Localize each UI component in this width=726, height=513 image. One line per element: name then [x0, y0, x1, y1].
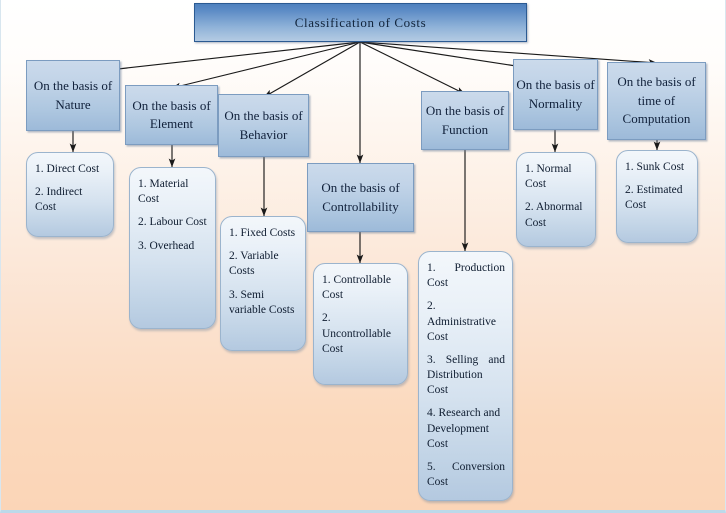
edge-root-to-element	[171, 41, 361, 90]
list-item: 2. Indirect Cost	[35, 186, 83, 214]
list-item: 1. Controllable Cost	[322, 274, 391, 302]
list-item: 1. Normal Cost	[525, 163, 572, 191]
list-item: 3. Semi variable Costs	[229, 288, 295, 316]
root-node-label: Classification of Costs	[294, 14, 427, 30]
list-item: 5. Conversion Cost	[427, 460, 505, 489]
list-item: 2. Estimated Cost	[625, 184, 683, 212]
list-item: 2. Labour Cost	[138, 216, 207, 229]
category-node-controllability[interactable]: On the basis of Controllability	[307, 163, 414, 232]
category-node-behavior-label: On the basis of Behavior	[224, 108, 303, 142]
list-item: 3. Selling and Distribution Cost	[427, 353, 505, 397]
category-node-element-label: On the basis of Element	[132, 97, 211, 131]
category-node-controllability-label: On the basis of Controllability	[321, 180, 400, 214]
list-item: 1. Fixed Costs	[229, 227, 296, 239]
edge-root-to-computation	[359, 41, 658, 66]
category-node-function[interactable]: On the basis of Function	[421, 91, 509, 150]
edge-root-to-behavior	[263, 41, 361, 98]
category-node-nature-label: On the basis of Nature	[33, 78, 113, 112]
list-item: 1. Material Cost	[138, 178, 189, 206]
list-item: 1. Sunk Cost	[625, 161, 685, 173]
leaf-list-nature[interactable]: 1. Direct Cost 2. Indirect Cost	[26, 152, 114, 237]
category-node-function-label: On the basis of Function	[425, 103, 505, 137]
list-item: 4. Research and Development Cost	[427, 407, 501, 450]
leaf-list-element[interactable]: 1. Material Cost 2. Labour Cost 3. Overh…	[129, 167, 216, 329]
category-node-behavior[interactable]: On the basis of Behavior	[218, 94, 309, 157]
list-item: 2. Uncontrollable Cost	[322, 312, 391, 355]
category-node-element[interactable]: On the basis of Element	[125, 85, 218, 145]
category-node-nature[interactable]: On the basis of Nature	[26, 60, 120, 131]
category-node-normality[interactable]: On the basis of Normality	[513, 59, 598, 130]
list-item: 2. Abnormal Cost	[525, 201, 583, 229]
list-item: 1. Production Cost	[427, 262, 505, 290]
list-item: 2. Variable Costs	[229, 250, 279, 278]
list-item: 2. Administrative Cost	[427, 300, 496, 343]
edge-root-to-function	[359, 41, 466, 95]
category-node-computation-label: On the basis of time of Computation	[617, 74, 696, 127]
leaf-list-computation[interactable]: 1. Sunk Cost 2. Estimated Cost	[616, 150, 698, 243]
leaf-list-controllability[interactable]: 1. Controllable Cost 2. Uncontrollable C…	[313, 263, 408, 385]
leaf-list-function[interactable]: 1. Production Cost 2. Administrative Cos…	[418, 251, 513, 501]
category-node-computation[interactable]: On the basis of time of Computation	[607, 62, 706, 140]
list-item: 1. Direct Cost	[35, 163, 100, 175]
category-node-normality-label: On the basis of Normality	[516, 77, 595, 111]
root-node-classification-of-costs[interactable]: Classification of Costs	[194, 3, 527, 42]
leaf-list-behavior[interactable]: 1. Fixed Costs 2. Variable Costs 3. Semi…	[220, 216, 306, 351]
leaf-list-normality[interactable]: 1. Normal Cost 2. Abnormal Cost	[516, 152, 596, 247]
list-item: 3. Overhead	[138, 239, 195, 252]
